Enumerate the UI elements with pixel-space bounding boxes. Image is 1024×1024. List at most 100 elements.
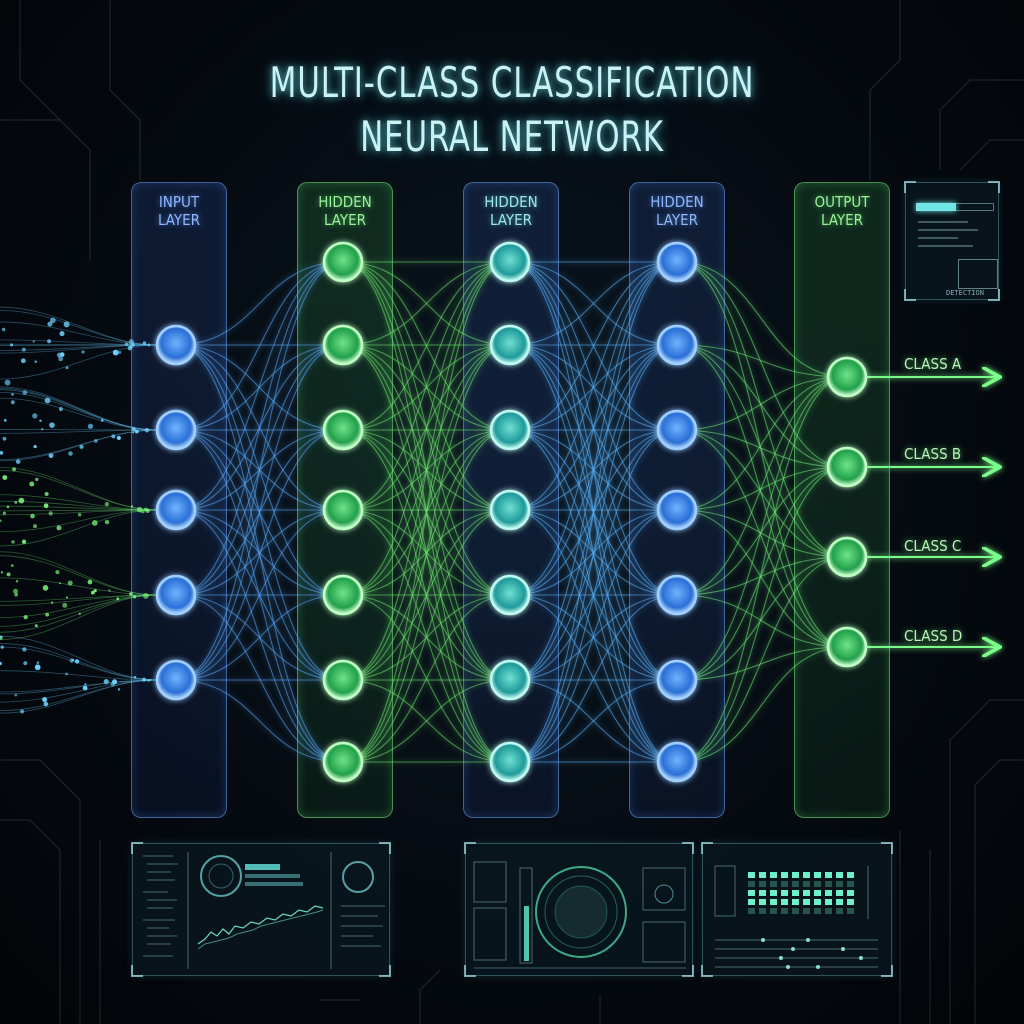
connection-edge (509, 261, 678, 346)
connection-edge (509, 429, 678, 763)
neuron-node (656, 489, 698, 531)
data-particle (10, 400, 15, 405)
diagram-title-line2: NEURAL NETWORK (360, 112, 664, 161)
radar-dashboard-graphics (473, 861, 686, 969)
data-particle (81, 350, 85, 354)
connection-edge (175, 261, 344, 681)
connection-edge (676, 376, 848, 596)
data-particle (2, 511, 6, 515)
data-particle (56, 525, 62, 531)
connection-edge (175, 344, 344, 681)
neuron-node (322, 489, 364, 531)
data-particle (129, 344, 134, 348)
data-particle (14, 500, 18, 504)
neuron-node (155, 489, 197, 531)
data-particle (44, 397, 51, 404)
data-particle (134, 429, 139, 434)
neuron-node (322, 659, 364, 701)
data-particle (49, 422, 55, 428)
data-particle (34, 360, 38, 363)
data-particle (44, 491, 49, 497)
data-particle (2, 436, 7, 441)
data-particle (23, 614, 28, 620)
data-particle (147, 343, 151, 347)
connection-edge (676, 646, 848, 681)
connection-edge (676, 376, 848, 763)
data-particle (11, 540, 15, 544)
data-particle (13, 588, 19, 594)
neuron-node (489, 409, 531, 451)
data-particle (1, 327, 6, 332)
connection-edge (342, 261, 511, 431)
connection-edge (342, 261, 511, 681)
neuron-node (489, 241, 531, 283)
connection-edge (676, 556, 848, 681)
radar-dashboard-panel (464, 842, 694, 977)
neuron-node (322, 324, 364, 366)
connection-edge (676, 594, 848, 648)
data-particle (117, 688, 121, 691)
data-particle (0, 571, 4, 574)
data-particle (129, 592, 133, 596)
data-particle (47, 339, 52, 344)
metrics-dashboard-graphics (143, 852, 385, 969)
connection-edge (676, 466, 848, 511)
data-particle (58, 356, 63, 362)
connection-edge (175, 261, 344, 596)
data-particle (78, 612, 81, 615)
hidden-layer-1-label: HIDDEN LAYER (318, 193, 372, 229)
data-particle (116, 435, 121, 441)
connection-edge (509, 594, 678, 763)
class-c-label: CLASS C (904, 537, 962, 555)
connection-edge (342, 429, 511, 763)
data-particle (3, 418, 7, 422)
neuron-node (656, 241, 698, 283)
data-particle (11, 564, 14, 567)
neuron-node (656, 741, 698, 783)
neuron-node (155, 574, 197, 616)
connection-edge (676, 556, 848, 763)
data-particle (15, 459, 21, 464)
data-particle (59, 582, 62, 585)
neuron-node (155, 324, 197, 366)
connection-edge (676, 466, 848, 596)
connection-edge (175, 261, 344, 511)
data-particle (0, 519, 2, 522)
data-particle (132, 431, 135, 434)
connection-edge (175, 261, 344, 346)
neuron-node (489, 659, 531, 701)
data-particle (132, 594, 137, 599)
connection-edge (342, 594, 511, 763)
data-particle (108, 589, 111, 592)
connection-edge (676, 429, 848, 558)
output-layer-box: OUTPUT LAYER (794, 182, 890, 818)
connection-edge (175, 509, 344, 596)
data-particle (6, 505, 10, 509)
data-particle (21, 347, 26, 352)
data-particle (62, 602, 68, 608)
connection-edge (676, 261, 848, 648)
data-particle (4, 379, 11, 386)
data-particle (103, 678, 109, 685)
hidden-layer-2-label: HIDDEN LAYER (484, 193, 538, 229)
neuron-node (322, 409, 364, 451)
data-particle (36, 661, 40, 664)
data-particle (112, 349, 119, 356)
data-particle (18, 497, 25, 504)
connection-edge (676, 376, 848, 431)
data-particle (50, 601, 54, 604)
data-particle (0, 450, 4, 455)
data-particle (133, 676, 137, 679)
data-particle (84, 683, 87, 686)
data-particle (48, 511, 53, 516)
connection-edge (175, 594, 344, 681)
data-particle (131, 427, 136, 432)
input-layer-label: INPUT LAYER (157, 193, 201, 229)
data-particle (35, 477, 39, 482)
data-particle (90, 590, 95, 595)
data-particle (111, 434, 116, 439)
neuron-node (656, 574, 698, 616)
connection-edge (342, 261, 511, 763)
metrics-dashboard-panel (131, 842, 391, 977)
